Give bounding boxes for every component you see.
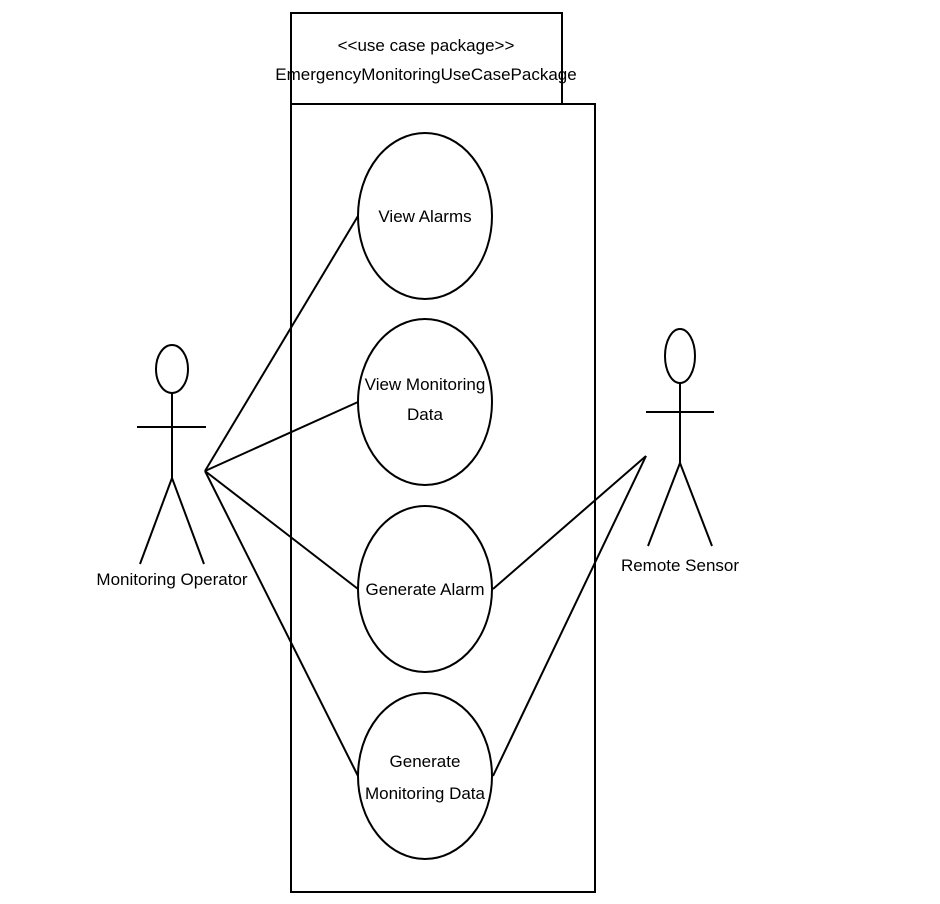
actor-name: Remote Sensor	[621, 556, 739, 575]
use-case-generate-alarm[interactable]: Generate Alarm	[357, 505, 493, 673]
actor-left-leg	[647, 462, 681, 547]
actor-right-leg	[171, 477, 205, 565]
association-sensor-generate-monitoring-data	[492, 455, 647, 777]
associations	[204, 215, 647, 777]
actor-monitoring-operator[interactable]: Monitoring Operator	[96, 344, 248, 589]
association-operator-view-monitoring-data	[204, 401, 359, 472]
use-case-ellipse	[357, 505, 493, 673]
package-tab	[290, 12, 563, 105]
actor-head	[664, 328, 696, 384]
use-case-view-monitoring-data[interactable]: View Monitoring Data	[357, 318, 493, 486]
association-operator-view-alarms	[204, 215, 359, 472]
association-sensor-generate-alarm	[492, 455, 647, 590]
use-case-view-alarms[interactable]: View Alarms	[357, 132, 493, 300]
use-case-label-line-2: Monitoring Data	[365, 784, 486, 803]
actor-remote-sensor[interactable]: Remote Sensor	[621, 328, 739, 575]
actor-name: Monitoring Operator	[96, 570, 248, 589]
use-case-label-line-1: View Monitoring	[365, 375, 486, 394]
use-case-label: Generate Alarm	[365, 580, 484, 599]
actor-right-leg	[679, 462, 713, 547]
use-case-label-line-1: Generate	[390, 752, 461, 771]
use-case-ellipse	[357, 318, 493, 486]
actor-head	[155, 344, 189, 394]
use-case-ellipse	[357, 692, 493, 860]
association-operator-generate-alarm	[204, 470, 359, 590]
package-stereotype: <<use case package>>	[338, 36, 515, 55]
use-case-label: View Alarms	[378, 207, 471, 226]
package-name: EmergencyMonitoringUseCasePackage	[275, 65, 576, 84]
use-case-label-line-2: Data	[407, 405, 443, 424]
actor-left-leg	[139, 477, 173, 565]
use-case-ellipse	[357, 132, 493, 300]
use-case-generate-monitoring-data[interactable]: Generate Monitoring Data	[357, 692, 493, 860]
association-operator-generate-monitoring-data	[204, 470, 359, 777]
